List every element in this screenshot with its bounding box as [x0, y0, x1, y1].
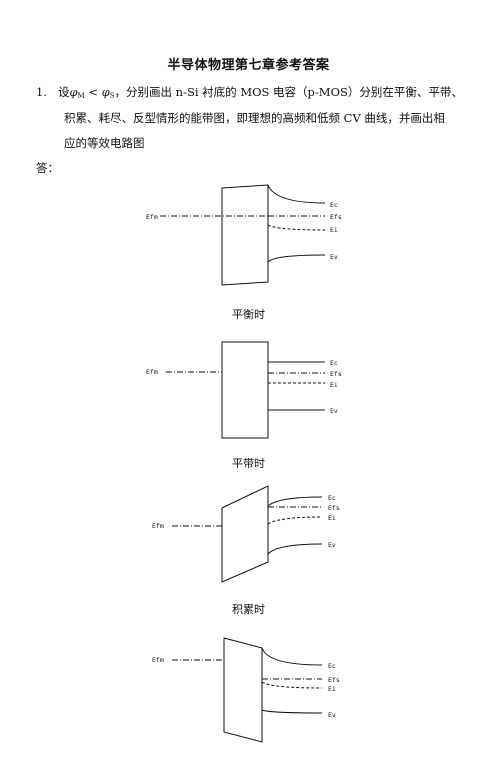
- question-line-1: 1. 设φM < φS，分别画出 n-Si 衬底的 MOS 电容（p-MOS）分…: [36, 84, 463, 104]
- ei-curve: [267, 224, 326, 231]
- ei-label: Ei: [330, 381, 338, 389]
- band-diagram-depletion-svg: Efm Ec Efs Ei Ev: [152, 637, 340, 743]
- ei-label: Ei: [328, 514, 336, 522]
- ei-label: Ei: [330, 226, 338, 234]
- caption-equilibrium: 平衡时: [232, 308, 265, 321]
- question-line-2: 积累、耗尽、反型情形的能带图，即理想的高频和低频 CV 曲线，并画出相: [64, 111, 445, 125]
- efs-label: Efs: [330, 370, 342, 378]
- phi-m-subscript: M: [77, 92, 85, 100]
- ev-label: Ev: [328, 541, 336, 549]
- efm-label: Efm: [152, 522, 164, 530]
- page-title: 半导体物理第七章参考答案: [167, 58, 330, 73]
- ec-curve: [261, 647, 323, 666]
- ev-label: Ev: [330, 407, 338, 415]
- caption-accumulation: 积累时: [232, 603, 265, 616]
- phi-s-subscript: S: [109, 92, 115, 100]
- ec-curve: [267, 496, 323, 507]
- ev-label: Ev: [328, 711, 336, 719]
- question-line-1-text: ，分别画出 n-Si 衬底的 MOS 电容（p-MOS）分别在平衡、平带、: [114, 85, 463, 99]
- efs-label: Efs: [328, 504, 340, 512]
- efm-label: Efm: [146, 368, 158, 376]
- ei-curve: [261, 681, 323, 689]
- answer-label: 答：: [36, 161, 59, 175]
- ec-label: Ec: [328, 494, 336, 502]
- efs-label: Efs: [330, 213, 342, 221]
- oxide-box: [221, 341, 269, 439]
- phi-s-symbol: φ: [101, 85, 110, 99]
- oxide-box: [223, 637, 263, 743]
- ec-label: Ec: [330, 201, 338, 209]
- caption-flatband: 平带时: [232, 457, 265, 470]
- band-diagram-flatband: Efm Ec Efs Ei Ev: [0, 336, 497, 446]
- ec-label: Ec: [330, 359, 338, 367]
- ec-curve: [267, 184, 326, 204]
- efm-label: Efm: [146, 213, 158, 221]
- ev-curve: [267, 543, 323, 555]
- band-diagram-equilibrium: Efm Ec Efs Ei Ev: [0, 182, 497, 292]
- band-diagram-accumulation-svg: Efm Ec Efs Ei Ev: [152, 485, 340, 583]
- ei-label: Ei: [328, 685, 336, 693]
- ev-curve: [261, 709, 323, 714]
- efs-label: Efs: [328, 676, 340, 684]
- band-diagram-flatband-svg: Efm Ec Efs Ei Ev: [146, 341, 342, 439]
- phi-m-symbol: φ: [69, 85, 78, 99]
- band-diagram-depletion: Efm Ec Efs Ei Ev: [0, 630, 497, 773]
- less-than-sign: <: [84, 85, 102, 99]
- band-diagram-accumulation: Efm Ec Efs Ei Ev: [0, 480, 497, 592]
- ei-curve: [267, 516, 323, 525]
- ev-label: Ev: [330, 253, 338, 261]
- question-line-3: 应的等效电路图: [64, 136, 145, 150]
- ec-label: Ec: [328, 662, 336, 670]
- band-diagram-equilibrium-svg: Efm Ec Efs Ei Ev: [146, 184, 342, 286]
- efm-label: Efm: [152, 656, 164, 664]
- oxide-box: [221, 184, 269, 286]
- question-prefix: 设: [57, 85, 70, 99]
- ev-curve: [267, 254, 326, 263]
- question-number: 1.: [36, 85, 47, 99]
- oxide-box: [221, 485, 269, 583]
